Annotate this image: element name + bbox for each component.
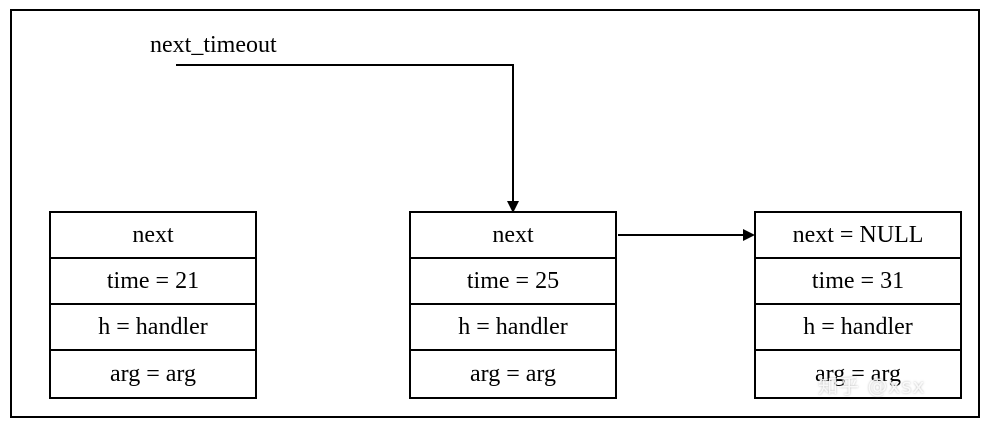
watermark: 知乎 @xsx [818,374,926,398]
node-handler-field: h = handler [51,305,255,351]
node-time-field: time = 21 [51,259,255,305]
node-arg-field: arg = arg [110,360,196,387]
diagram-frame [10,9,980,418]
next-timeout-label: next_timeout [150,32,277,58]
node-time-field: time = 25 [411,259,615,305]
node-arg-field: arg = arg [470,360,556,387]
node-arg-field: arg = arg [815,360,901,387]
node-next-field: next = NULL [756,213,960,259]
node-time-field: time = 31 [756,259,960,305]
node-handler-field: h = handler [756,305,960,351]
timer-node-2: next time = 25 h = handler arg = arg [409,211,617,399]
node-next-field: next [51,213,255,259]
timer-node-1: next time = 21 h = handler arg = arg [49,211,257,399]
node-next-field: next [411,213,615,259]
node-handler-field: h = handler [411,305,615,351]
timer-node-3: next = NULL time = 31 h = handler arg = … [754,211,962,399]
